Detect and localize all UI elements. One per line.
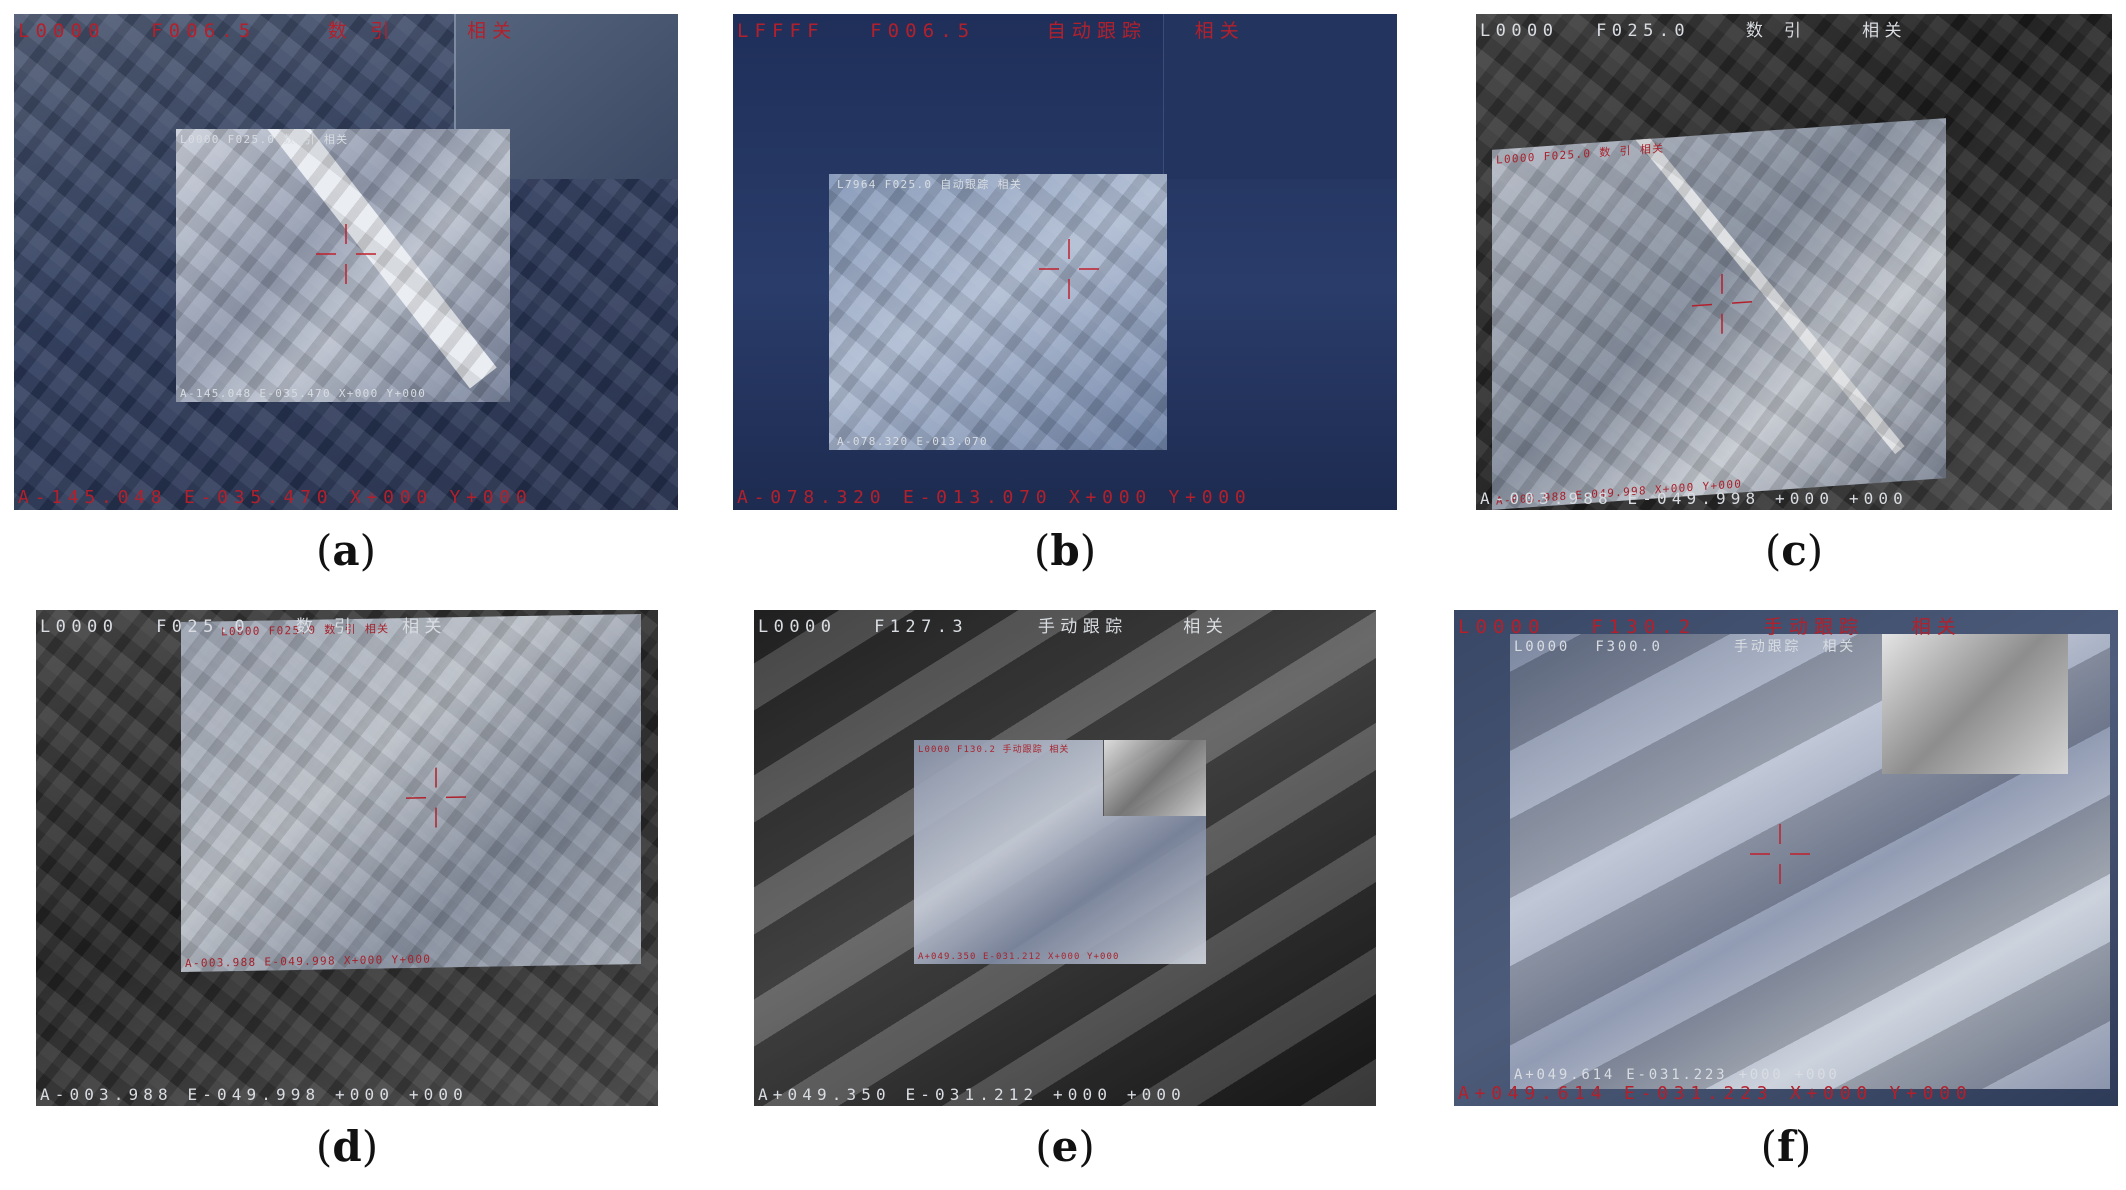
sub-image-c: L0000 F025.0 数 引 相关 A-003.988 E-049.998 … <box>1492 118 1946 510</box>
crosshair-icon <box>406 767 466 828</box>
panel-a: L0000 F025.0 数 引 相关 A-145.048 E-035.470 … <box>14 14 678 510</box>
hud-bottom: A-003.988 E-049.998 +000 +000 <box>1480 489 1908 508</box>
hud-bottom: A-003.988 E-049.998 +000 +000 <box>40 1085 468 1104</box>
sub-hud-l: L0000 <box>1514 639 1571 655</box>
sub-image-f: L0000 F300.0 手动跟踪 相关 A+049.614 E-031.223… <box>1510 634 2110 1089</box>
caption-e: (e) <box>1035 1122 1095 1171</box>
sub-hud-top: L0000 F130.2 手动跟踪 相关 <box>918 742 1070 755</box>
sub-hud-mode: 手动跟踪 <box>1002 745 1043 755</box>
hud-top: L0000 F127.3 手动跟踪 相关 <box>758 612 1228 637</box>
sub-hud-l: L0000 <box>180 133 220 146</box>
sub-hud-f: F130.2 <box>957 745 996 755</box>
hud-mode: 数 引 <box>1745 21 1807 41</box>
crosshair-icon <box>1039 239 1099 299</box>
sub-hud-corr: 相关 <box>997 178 1023 191</box>
hud-bottom: A-078.320 E-013.070 X+000 Y+000 <box>737 487 1252 508</box>
sub-hud-f: F300.0 <box>1595 639 1663 655</box>
hud-mode: 数 引 <box>295 617 357 637</box>
panel-c: L0000 F025.0 数 引 相关 A-003.988 E-049.998 … <box>1476 14 2112 510</box>
hud-top: L0000 F025.0 数 引 相关 <box>1480 16 1907 41</box>
sub-image-a: L0000 F025.0 数 引 相关 A-145.048 E-035.470 … <box>176 129 510 402</box>
hud-f: F025.0 <box>1596 21 1691 41</box>
sub-hud-top: L0000 F025.0 数 引 相关 <box>180 131 348 147</box>
hud-top: L0000 F006.5 数 引 相关 <box>18 16 517 43</box>
sub-hud-corr: 相关 <box>1822 639 1857 655</box>
hud-l: LFFFF <box>737 20 825 42</box>
crosshair-icon <box>1692 273 1752 334</box>
hud-f: F127.3 <box>874 617 969 637</box>
hud-l: L0000 <box>1458 616 1546 638</box>
hud-mode: 手动跟踪 <box>1037 617 1128 637</box>
inset-thumbnail <box>1103 740 1206 816</box>
sub-hud-bottom: A+049.350 E-031.212 X+000 Y+000 <box>918 952 1120 962</box>
hud-top: L0000 F025.0 数 引 相关 <box>40 612 447 637</box>
hud-corr: 相关 <box>1911 616 1962 638</box>
hud-corr: 相关 <box>467 20 518 42</box>
hud-f: F025.0 <box>156 617 251 637</box>
hud-f: F130.2 <box>1591 616 1697 638</box>
hud-mode: 手动跟踪 <box>1763 616 1865 638</box>
sub-hud-top: L0000 F300.0 手动跟踪 相关 <box>1514 636 1856 656</box>
caption-f: (f) <box>1760 1122 1812 1171</box>
sub-image-e: L0000 F130.2 手动跟踪 相关 A+049.350 E-031.212… <box>914 740 1206 964</box>
crosshair-icon <box>1750 824 1810 884</box>
sub-hud-l: L0000 <box>918 745 951 755</box>
hud-bottom: A+049.614 E-031.223 X+000 Y+000 <box>1458 1083 1973 1104</box>
hud-corr: 相关 <box>1862 21 1907 41</box>
sub-hud-bottom: A+049.614 E-031.223 +000 +000 <box>1514 1067 1840 1083</box>
sub-hud-l: L0000 <box>1496 150 1536 167</box>
sub-hud-mode: 数 引 <box>283 133 316 146</box>
hud-l: L0000 <box>18 20 106 42</box>
sub-hud-top: L7964 F025.0 自动跟踪 相关 <box>837 176 1022 192</box>
sub-hud-mode: 手动跟踪 <box>1734 639 1802 655</box>
sub-hud-corr: 相关 <box>1049 745 1070 755</box>
sub-hud-mode: 数 引 <box>1599 144 1632 160</box>
sub-image-b: L7964 F025.0 自动跟踪 相关 A-078.320 E-013.070 <box>829 174 1167 450</box>
hud-l: L0000 <box>1480 21 1559 41</box>
panel-d: L0000 F025.0 数 引 相关 A-003.988 E-049.998 … <box>36 610 658 1106</box>
hud-mode: 数 引 <box>327 20 396 42</box>
sub-hud-bottom: A-078.320 E-013.070 <box>837 435 988 448</box>
sub-hud-corr: 相关 <box>323 133 349 146</box>
sub-hud-corr: 相关 <box>1639 141 1665 157</box>
panel-b: L7964 F025.0 自动跟踪 相关 A-078.320 E-013.070… <box>733 14 1397 510</box>
sub-hud-l: L7964 <box>837 178 877 191</box>
crosshair-icon <box>316 224 376 284</box>
hud-f: F006.5 <box>870 20 976 42</box>
caption-a: (a) <box>316 526 376 575</box>
hud-bottom: A+049.350 E-031.212 +000 +000 <box>758 1085 1186 1104</box>
sub-image-d: L0000 F025.0 数 引 相关 A-003.988 E-049.998 … <box>181 613 641 973</box>
panel-f: L0000 F300.0 手动跟踪 相关 A+049.614 E-031.223… <box>1454 610 2118 1106</box>
hud-f: F006.5 <box>151 20 257 42</box>
hud-corr: 相关 <box>402 617 447 637</box>
sub-hud-f: F025.0 <box>884 178 933 191</box>
hud-top: L0000 F130.2 手动跟踪 相关 <box>1458 612 1962 639</box>
hud-bottom: A-145.048 E-035.470 X+000 Y+000 <box>18 487 533 508</box>
hud-l: L0000 <box>758 617 837 637</box>
sub-hud-mode: 自动跟踪 <box>940 178 990 191</box>
sub-hud-f: F025.0 <box>1543 146 1592 164</box>
upper-right-overlay <box>1163 14 1397 179</box>
sub-terrain-texture <box>176 129 510 402</box>
caption-c: (c) <box>1764 526 1824 575</box>
sub-hud-bottom: A-145.048 E-035.470 X+000 Y+000 <box>180 387 427 400</box>
panel-e: L0000 F130.2 手动跟踪 相关 A+049.350 E-031.212… <box>754 610 1376 1106</box>
hud-corr: 相关 <box>1194 20 1245 42</box>
hud-l: L0000 <box>40 617 119 637</box>
sub-hud-f: F025.0 <box>227 133 276 146</box>
hud-corr: 相关 <box>1183 617 1229 637</box>
caption-b: (b) <box>1033 526 1097 575</box>
caption-d: (d) <box>315 1122 379 1171</box>
hud-top: LFFFF F006.5 自动跟踪 相关 <box>737 16 1245 43</box>
inset-thumbnail <box>1882 634 2068 774</box>
sub-terrain-texture <box>829 174 1167 450</box>
hud-mode: 自动跟踪 <box>1046 20 1148 42</box>
